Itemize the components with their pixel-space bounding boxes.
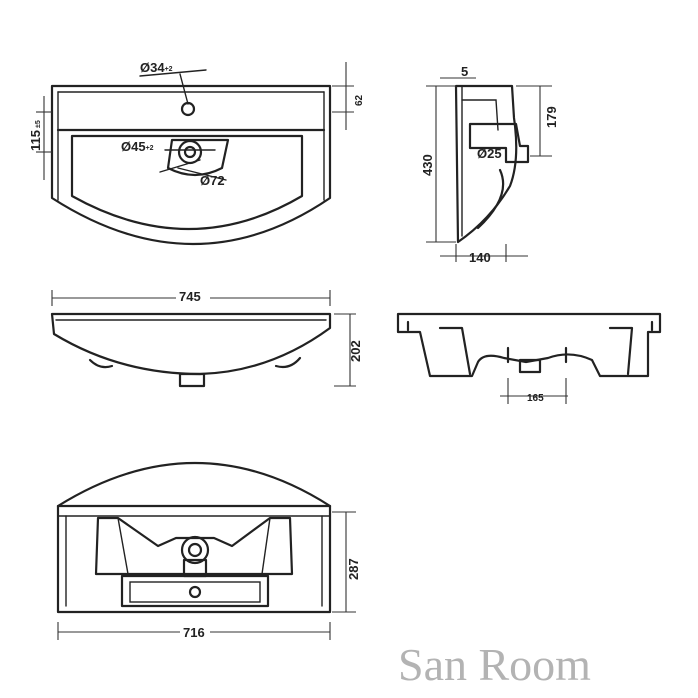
- section-waste: [518, 358, 542, 374]
- bottom-view-arch: [56, 461, 332, 508]
- bottom-view-waste-inner: [187, 542, 203, 558]
- bottom-width-dimension: 716: [183, 625, 205, 640]
- top-view: Ø34+2 Ø45+2 Ø72 62 115±5: [28, 60, 365, 246]
- waste-hole-dimension: Ø45+2: [121, 139, 154, 154]
- tap-hole-leader: [139, 69, 207, 77]
- front-view: 745 202: [50, 288, 363, 388]
- side-view-waste: [468, 122, 530, 164]
- bottom-view-tray: [120, 574, 270, 608]
- width-dimension: 745: [179, 289, 201, 304]
- waste-hole-outer: [177, 139, 203, 165]
- section-view: 165: [396, 312, 662, 404]
- tap-hole-dimension: Ø34+2: [140, 60, 173, 75]
- waste-leader-2: [177, 167, 227, 181]
- tap-hole-leader-2: [179, 73, 189, 105]
- bottom-depth-dimension: 287: [346, 558, 361, 580]
- bottom-view-bowl: [94, 516, 294, 576]
- front-height-dimension: 202: [348, 340, 363, 362]
- side-view-inner: [461, 99, 499, 131]
- section-right-bowl-wall: [608, 326, 634, 376]
- top-view-bowl: [70, 134, 304, 231]
- brand-watermark: San Room: [398, 639, 591, 690]
- tap-hole: [180, 101, 196, 117]
- section-left-bowl-wall: [438, 326, 472, 376]
- waste-outer-dimension: Ø72: [200, 173, 225, 188]
- side-view: 5 430 179 Ø25 140: [420, 64, 559, 265]
- side-view-outline: [454, 84, 518, 244]
- bottom-view-tray-inner: [129, 581, 261, 603]
- bottom-view-tap-hole: [188, 585, 202, 599]
- bottom-view-body: [56, 504, 332, 614]
- waste-leader-3: [159, 159, 201, 173]
- side-view-siphon: [476, 168, 505, 230]
- top-view-outline: [50, 84, 332, 246]
- bottom-view: 287 716: [56, 461, 361, 640]
- waste-hole-inner: [183, 145, 197, 159]
- rim-dimension: 5: [461, 64, 468, 79]
- depth-dimension: 140: [469, 250, 491, 265]
- waste-height-dimension: 179: [544, 106, 559, 128]
- bottom-view-bowl-right-crease: [261, 517, 271, 575]
- bracket-spacing-dimension: 165: [527, 393, 544, 404]
- front-view-outline: [50, 312, 332, 376]
- tap-offset-dimension: 115±5: [28, 120, 43, 151]
- section-view-outline: [396, 312, 662, 378]
- bottom-view-bowl-left-crease: [117, 517, 129, 575]
- front-view-waste: [178, 372, 206, 388]
- front-view-right-foot: [274, 356, 302, 369]
- waste-pipe-dimension: Ø25: [477, 146, 502, 161]
- height-dimension: 430: [420, 154, 435, 176]
- deck-depth-dimension: 62: [354, 94, 365, 106]
- bottom-view-waste-outer: [180, 535, 210, 565]
- front-view-left-foot: [88, 358, 114, 369]
